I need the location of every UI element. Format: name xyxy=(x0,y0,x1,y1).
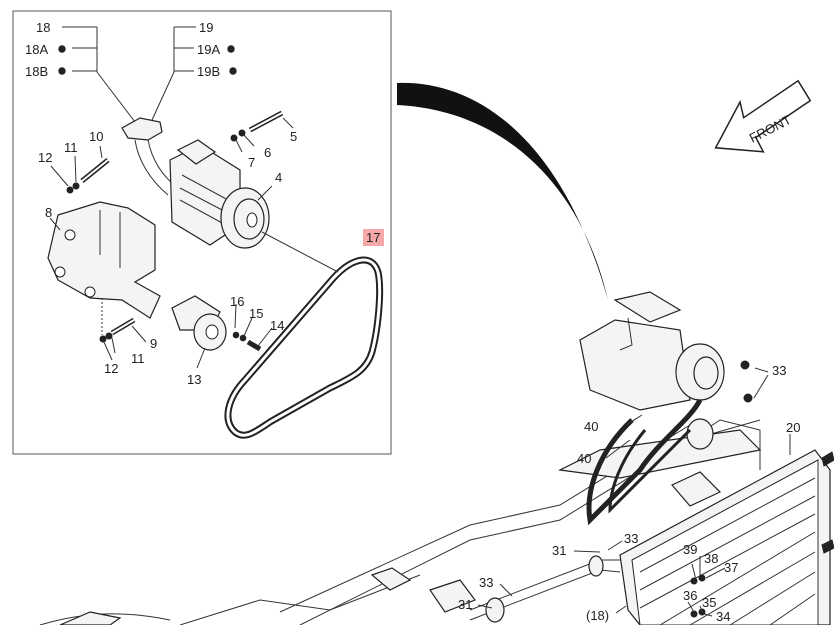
callout-19: 19 xyxy=(199,20,213,35)
drive-belt-illustration xyxy=(224,231,384,439)
callout-19b: 19B xyxy=(197,64,220,79)
callout-38: 38 xyxy=(704,551,718,566)
callout-40-upper: 40 xyxy=(584,419,598,434)
compressor-illustration xyxy=(169,139,270,249)
callout-9: 9 xyxy=(150,336,157,351)
callout-5: 5 xyxy=(290,129,297,144)
main-callouts: 33 40 40 20 31 33 33 31 (18) 39 38 37 36… xyxy=(458,363,800,624)
callout-18a: 18A xyxy=(25,42,48,57)
callout-tree-19 xyxy=(151,26,237,121)
hose-fitting-illustration xyxy=(121,117,179,196)
callout-18: 18 xyxy=(36,20,50,35)
callout-12: 12 xyxy=(38,150,52,165)
bolt-9-illustration xyxy=(99,298,136,343)
callout-35: 35 xyxy=(702,595,716,610)
inset-callouts: 18 18A 18B 19 19A 19B 5 6 7 4 10 11 12 8… xyxy=(25,20,380,387)
callout-18b: 18B xyxy=(25,64,48,79)
callout-40-lower: 40 xyxy=(577,451,591,466)
callout-11: 11 xyxy=(64,140,78,155)
front-arrow: FRONT xyxy=(714,79,812,153)
bolt-10-illustration xyxy=(66,158,110,194)
highlight-callout-17 xyxy=(363,229,384,246)
callout-37: 37 xyxy=(724,560,738,575)
callout-20: 20 xyxy=(786,420,800,435)
inset-detail: 18 18A 18B 19 19A 19B 5 6 7 4 10 11 12 8… xyxy=(12,10,392,455)
zoom-connector-wedge xyxy=(397,82,608,301)
callout-14: 14 xyxy=(270,318,284,333)
inset-leader-lines xyxy=(49,117,294,369)
callout-6: 6 xyxy=(264,145,271,160)
callout-18-paren: (18) xyxy=(586,608,609,623)
callout-8: 8 xyxy=(45,205,52,220)
bracket-illustration xyxy=(47,201,161,319)
condenser-illustration xyxy=(619,449,834,625)
callout-15: 15 xyxy=(249,306,263,321)
callout-16: 16 xyxy=(230,294,244,309)
callout-4: 4 xyxy=(275,170,282,185)
callout-33-mid: 33 xyxy=(624,531,638,546)
callout-7: 7 xyxy=(248,155,255,170)
callout-11-lower: 11 xyxy=(131,351,145,366)
callout-36: 36 xyxy=(683,588,697,603)
callout-12-lower: 12 xyxy=(104,361,118,376)
callout-31-right: 31 xyxy=(552,543,566,558)
callout-33-top: 33 xyxy=(772,363,786,378)
callout-33-left: 33 xyxy=(479,575,493,590)
callout-13: 13 xyxy=(187,372,201,387)
callout-31-left: 31 xyxy=(458,597,472,612)
bolt-5-illustration xyxy=(230,110,284,142)
callout-19a: 19A xyxy=(197,42,220,57)
callout-34: 34 xyxy=(716,609,730,624)
idler-pulley-illustration xyxy=(171,295,262,352)
main-assembly: 33 40 40 20 31 33 33 31 (18) 39 38 37 36… xyxy=(39,291,834,625)
callout-39: 39 xyxy=(683,542,697,557)
callout-17: 17 xyxy=(366,230,380,245)
callout-10: 10 xyxy=(89,129,103,144)
callout-tree-18 xyxy=(58,26,136,123)
